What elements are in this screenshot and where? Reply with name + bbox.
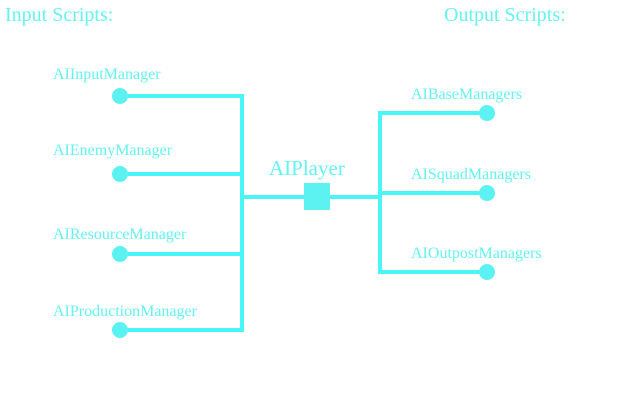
output-node-2[interactable]: [479, 185, 495, 201]
connector-lines: [118, 94, 489, 332]
aiplayer-label: AIPlayer: [269, 156, 345, 180]
output-label-1: AIBaseManagers: [411, 86, 523, 103]
input-label-3: AIResourceManager: [53, 226, 187, 243]
input-scripts-header: Input Scripts:: [5, 4, 114, 26]
output-node-1[interactable]: [479, 105, 495, 121]
input-node-3[interactable]: [112, 246, 128, 262]
output-label-2: AISquadManagers: [411, 166, 531, 183]
input-label-1: AIInputManager: [53, 66, 161, 83]
output-label-3: AIOutpostManagers: [411, 245, 542, 262]
input-node-4[interactable]: [112, 322, 128, 338]
input-node-2[interactable]: [112, 166, 128, 182]
input-label-2: AIEnemyManager: [53, 142, 173, 159]
output-node-3[interactable]: [479, 264, 495, 280]
aiplayer-node[interactable]: [304, 183, 330, 210]
input-node-1[interactable]: [112, 88, 128, 104]
input-label-4: AIProductionManager: [53, 303, 197, 320]
output-scripts-header: Output Scripts:: [444, 4, 566, 26]
